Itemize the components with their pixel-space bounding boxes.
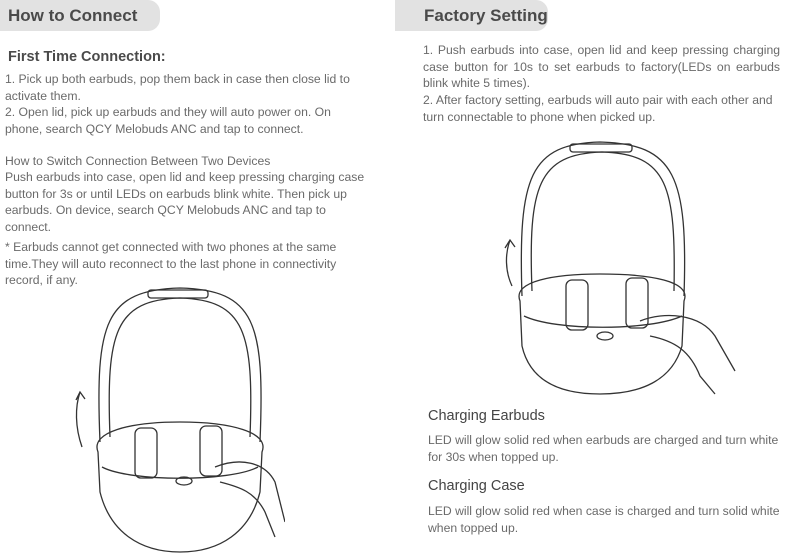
switch-text: Push earbuds into case, open lid and kee… [5,170,365,234]
earbuds-case-illustration-right [504,141,736,395]
charging-earbuds-text: LED will glow solid red when earbuds are… [428,433,779,464]
switch-heading: How to Switch Connection Between Two Dev… [5,154,271,168]
first-time-step-2: 2. Open lid, pick up earbuds and they wi… [5,105,331,136]
charging-case-text: LED will glow solid red when case is cha… [428,504,780,535]
charging-earbuds-heading: Charging Earbuds [428,408,545,424]
factory-step-2: 2. After factory setting, earbuds will a… [423,93,773,124]
first-time-connection-heading: First Time Connection: [8,49,166,65]
first-time-step-1: 1. Pick up both earbuds, pop them back i… [5,72,350,103]
connection-note: * Earbuds cannot get connected with two … [5,240,337,287]
charging-case-heading: Charging Case [428,478,525,494]
earbuds-case-illustration-left [75,287,285,553]
section-tab-how-to-connect: How to Connect [0,0,160,31]
section-tab-factory-setting: Factory Setting [395,0,548,31]
factory-step-1: 1. Push earbuds into case, open lid and … [423,43,780,90]
